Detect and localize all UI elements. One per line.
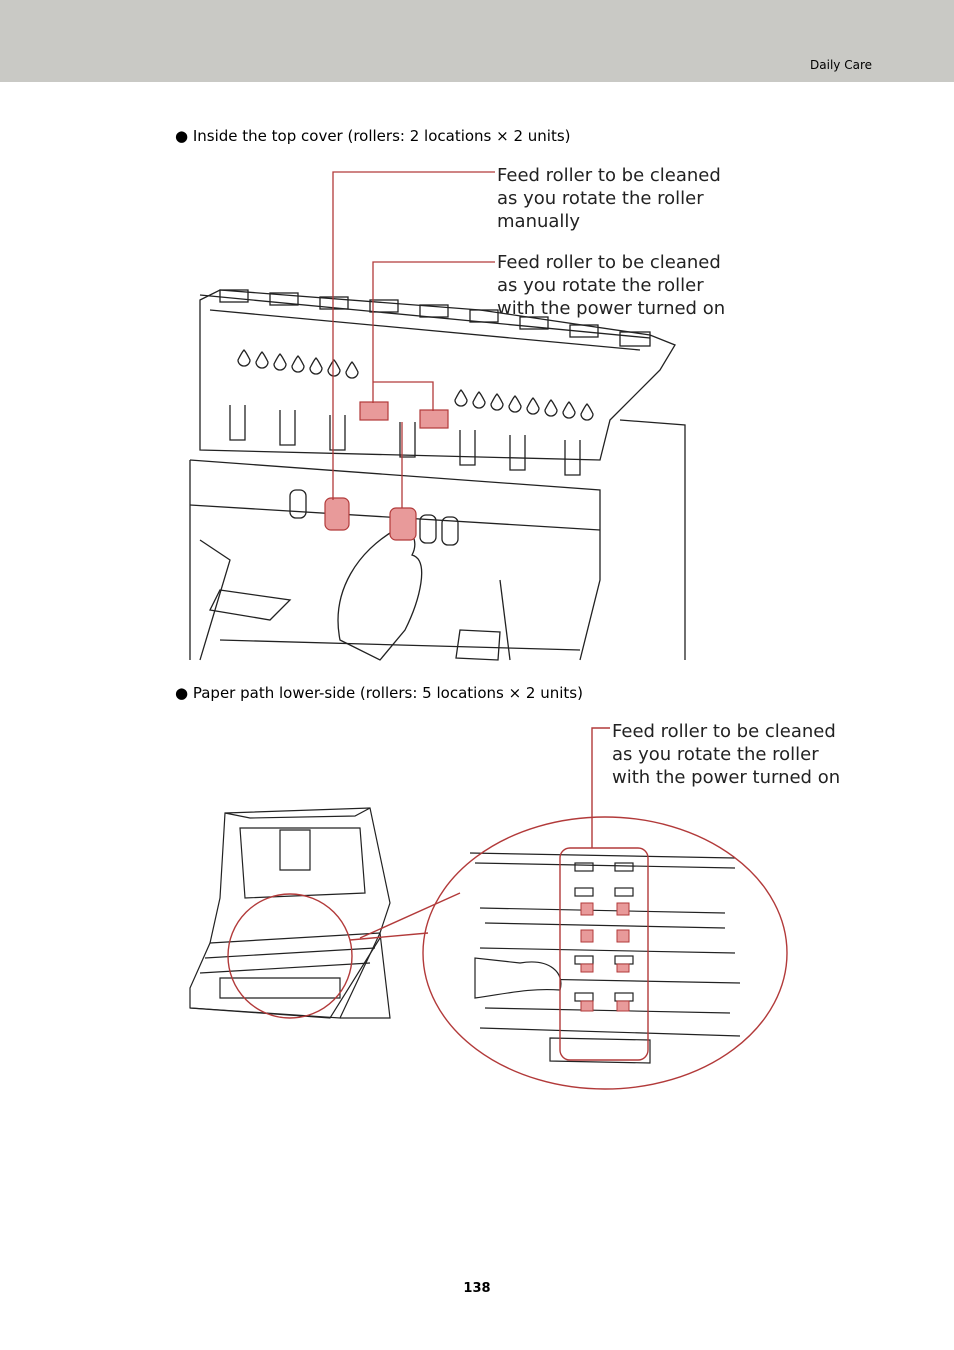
callout-line: Feed roller to be cleaned	[497, 165, 721, 186]
bullet-paper-path-lower: ● Paper path lower-side (rollers: 5 loca…	[175, 684, 583, 702]
top-cover-illustration	[189, 171, 686, 661]
callout-line: with the power turned on	[497, 298, 726, 319]
callout-power-roller-lower: Feed roller to be cleaned as you rotate …	[612, 720, 840, 789]
header-bar	[0, 0, 954, 82]
callout-manual-roller: Feed roller to be cleaned as you rotate …	[497, 164, 721, 233]
callout-line: as you rotate the roller	[497, 188, 704, 209]
page-number: 138	[463, 1281, 491, 1296]
section-title: Daily Care	[810, 58, 872, 72]
callout-line: with the power turned on	[612, 767, 841, 788]
callout-power-roller: Feed roller to be cleaned as you rotate …	[497, 251, 725, 320]
callout-line: Feed roller to be cleaned	[497, 252, 721, 273]
callout-line: as you rotate the roller	[612, 744, 819, 765]
callout-line: as you rotate the roller	[497, 275, 704, 296]
bullet-inside-top-cover: ● Inside the top cover (rollers: 2 locat…	[175, 127, 571, 145]
callout-line: Feed roller to be cleaned	[612, 721, 836, 742]
paper-path-illustration	[189, 727, 788, 1090]
callout-line: manually	[497, 211, 581, 232]
